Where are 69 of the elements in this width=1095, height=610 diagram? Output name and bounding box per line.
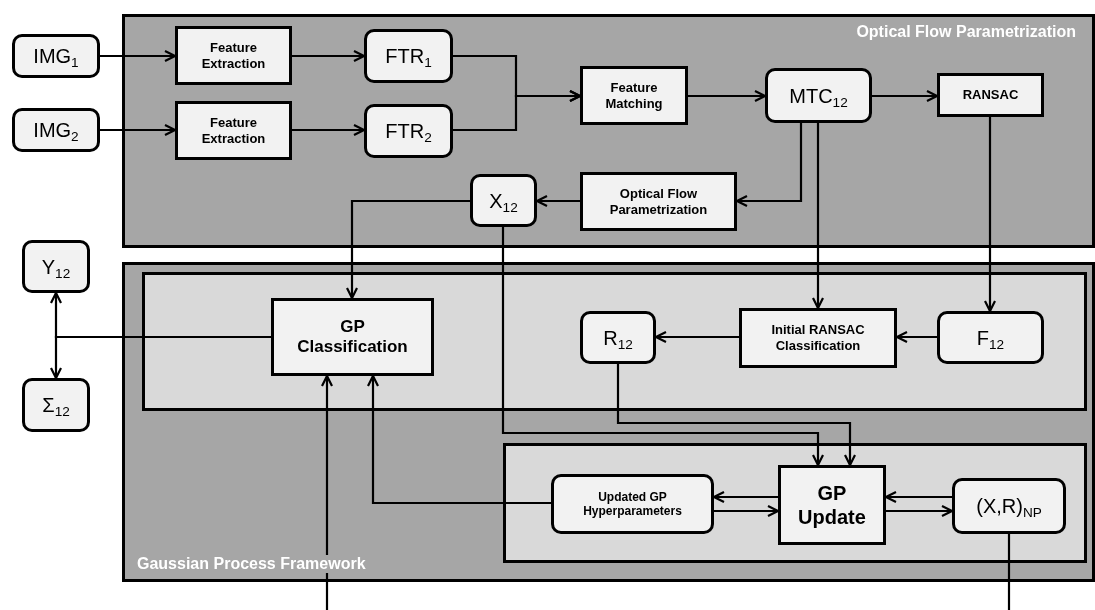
arrow (100, 123, 177, 137)
inner-panel (503, 443, 1087, 563)
arrow (714, 504, 780, 518)
arrow (345, 199, 470, 300)
data-box (12, 34, 100, 78)
data-box (470, 174, 537, 227)
arrow (983, 117, 997, 313)
data-box (765, 68, 872, 123)
node-label: IMG$_{1}$ (33, 44, 79, 68)
node-label: Initial RANSAC Classification (770, 322, 866, 354)
node-label: Updated GP Hyperparameters (582, 489, 683, 519)
process-box (739, 308, 897, 368)
arrow (501, 227, 825, 467)
node-label: IMG$_{2}$ (33, 118, 79, 142)
node-label: GP Classification (296, 316, 409, 358)
panel-title: Optical Flow Parametrization (854, 23, 1078, 41)
node-label: Feature Matching (604, 79, 664, 112)
node-label: (X,R)$_{NP}$ (976, 494, 1042, 518)
arrow (872, 89, 939, 103)
arrow (712, 490, 778, 504)
arrow (688, 89, 767, 103)
panel (122, 14, 1095, 248)
arrow (735, 123, 803, 208)
process-box (271, 298, 434, 376)
node-label: GP Update (797, 481, 867, 529)
panel (122, 262, 1095, 582)
node-label: Σ$_{12}$ (42, 393, 70, 417)
arrow (616, 364, 857, 467)
process-box (778, 465, 886, 545)
node-label: MTC$_{12}$ (789, 83, 848, 108)
node-label: FTR$_{1}$ (385, 44, 432, 68)
arrow (895, 330, 937, 344)
process-box (175, 101, 292, 160)
arrow (886, 504, 954, 518)
arrow (292, 123, 366, 137)
data-box (580, 311, 656, 364)
node-label: R$_{12}$ (603, 325, 633, 350)
arrow (453, 89, 582, 132)
arrow (535, 194, 580, 208)
arrow (654, 330, 739, 344)
node-label: Feature Extraction (200, 39, 267, 72)
data-box (551, 474, 714, 534)
arrow (366, 374, 551, 505)
arrow (100, 49, 177, 63)
process-box (175, 26, 292, 85)
data-box (12, 108, 100, 152)
data-box (22, 240, 90, 293)
process-box (580, 172, 737, 231)
node-label: Feature Extraction (200, 114, 267, 147)
node-label: Y$_{12}$ (41, 254, 71, 279)
node-label: F$_{12}$ (976, 325, 1005, 350)
node-label: Optical Flow Parametrization (608, 185, 709, 218)
process-box (937, 73, 1044, 117)
panel-title: Gaussian Process Framework (135, 555, 368, 573)
node-label: FTR$_{2}$ (385, 119, 432, 143)
node-label: X$_{12}$ (489, 188, 518, 213)
data-box (364, 29, 453, 83)
data-box (937, 311, 1044, 364)
arrow (884, 490, 952, 504)
data-box (364, 104, 453, 158)
arrow (320, 374, 334, 610)
node-label: RANSAC (962, 87, 1019, 103)
process-box (580, 66, 688, 125)
connector-line (1007, 534, 1011, 610)
inner-panel (142, 272, 1087, 411)
arrow (292, 49, 366, 63)
data-box (952, 478, 1066, 534)
data-box (22, 378, 90, 432)
arrow (811, 123, 825, 310)
